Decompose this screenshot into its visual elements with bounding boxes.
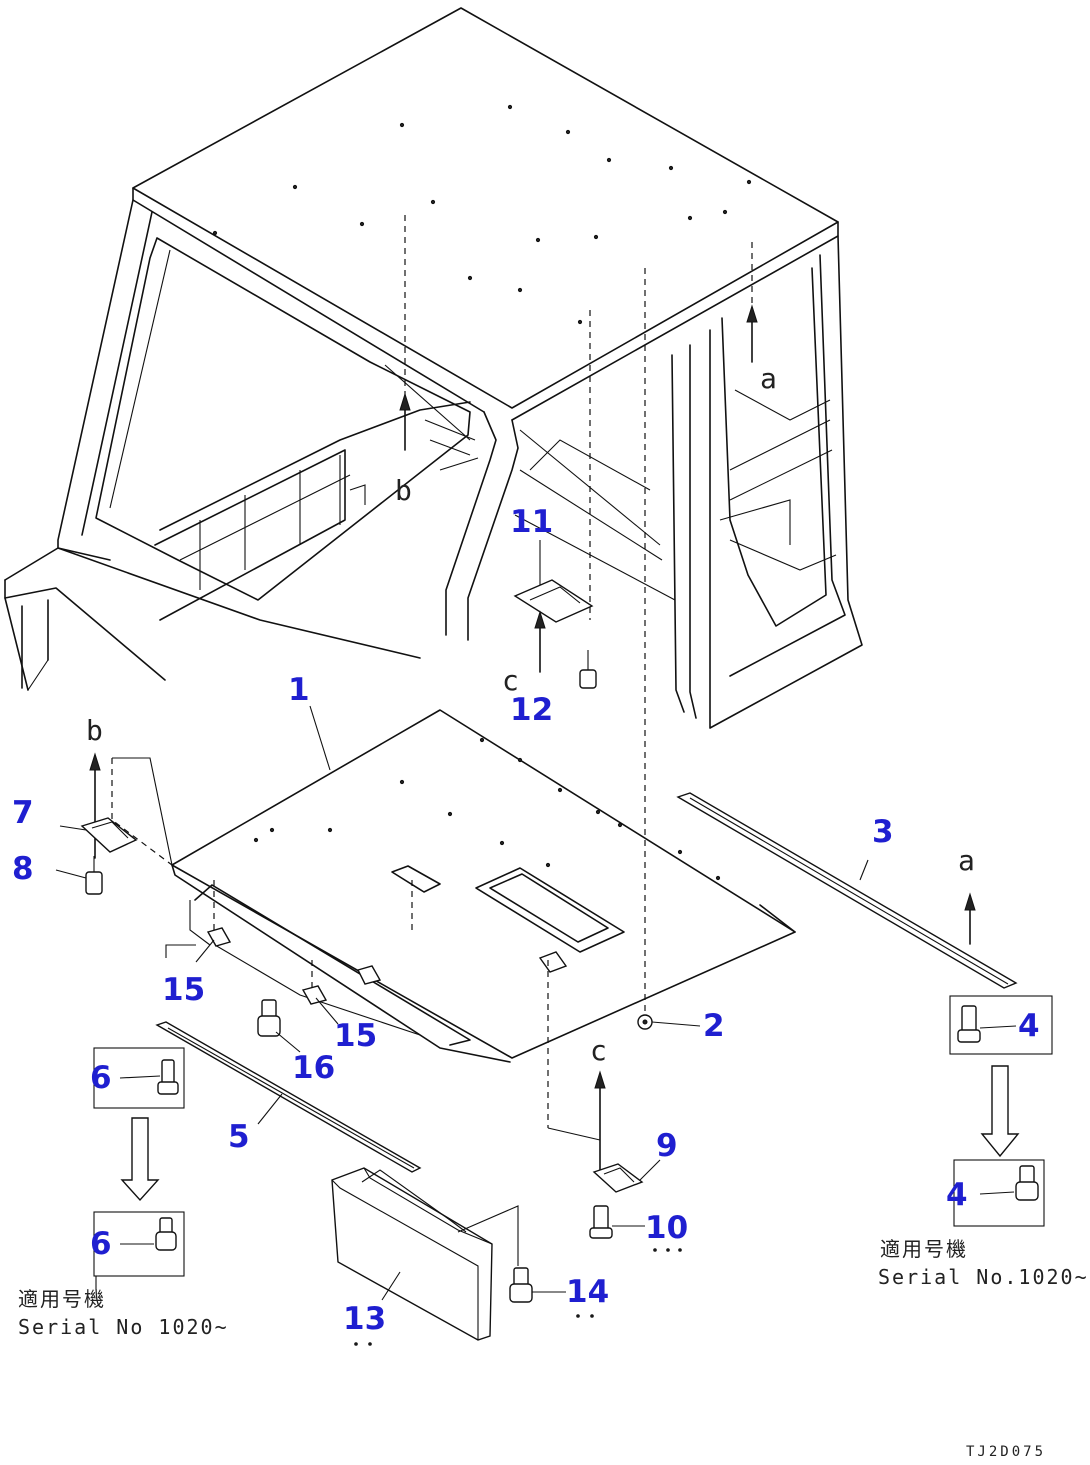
callout-3: 3 — [872, 814, 894, 850]
bolt-4-upper — [949, 892, 1053, 1055]
ref-c-low: c — [590, 1034, 607, 1067]
callout-15-right: 15 — [334, 1018, 377, 1054]
reference-letters: a a b b c c — [86, 362, 975, 1067]
bolt-6-upper — [93, 1047, 185, 1109]
ref-c-mid: c — [502, 664, 519, 697]
strip-3 — [676, 792, 1018, 989]
callout-10: 10 — [645, 1210, 688, 1246]
callout-14: 14 — [566, 1274, 609, 1310]
bolt-10 — [589, 1205, 682, 1252]
leaders-15 — [165, 939, 339, 1025]
callout-12: 12 — [510, 692, 553, 728]
leader-1 — [309, 705, 331, 771]
ref-b-cab: b — [395, 474, 412, 507]
callout-4-lower: 4 — [946, 1177, 968, 1213]
callout-9: 9 — [656, 1128, 678, 1164]
callout-4-upper: 4 — [1018, 1008, 1040, 1044]
note-left-line1: 適用号機 — [18, 1287, 106, 1311]
callout-2: 2 — [703, 1008, 725, 1044]
ref-a-cab: a — [760, 362, 777, 395]
panel-13 — [331, 1167, 519, 1346]
note-right-line2: Serial No.1020~ — [878, 1265, 1089, 1289]
arrow-6-down — [120, 1117, 160, 1202]
callout-7: 7 — [12, 795, 34, 831]
bracket-9 — [592, 1070, 661, 1193]
callout-11: 11 — [510, 504, 553, 540]
floor-plate-1 — [111, 709, 796, 1141]
bolt-14 — [509, 1267, 594, 1318]
ref-a-strip: a — [958, 844, 975, 877]
bracket-7 — [59, 752, 138, 859]
bolt-8 — [55, 856, 103, 895]
bolt-4-lower — [953, 1159, 1045, 1227]
drawing-code: TJ2D075 — [966, 1444, 1046, 1460]
callout-labels: 1 2 3 4 4 5 6 6 7 8 9 10 11 12 13 14 15 … — [12, 504, 1040, 1337]
note-right-line1: 適用号機 — [880, 1237, 968, 1261]
ref-b-left: b — [86, 714, 103, 747]
callout-5: 5 — [228, 1119, 250, 1155]
callout-8: 8 — [12, 851, 34, 887]
bracket-11 — [513, 579, 594, 673]
arrow-4-down — [980, 1065, 1020, 1158]
callout-6-lower: 6 — [90, 1226, 112, 1262]
bolt-12 — [579, 650, 597, 689]
callout-15-left: 15 — [162, 972, 205, 1008]
bolt-16 — [257, 999, 301, 1053]
callout-13: 13 — [343, 1301, 386, 1337]
bolt-6-lower — [93, 1211, 185, 1290]
callout-6-upper: 6 — [90, 1060, 112, 1096]
cab-frame — [4, 7, 863, 1018]
nut-2 — [637, 1014, 701, 1030]
callout-1: 1 — [288, 672, 310, 708]
callout-16: 16 — [292, 1050, 335, 1086]
note-left-line2: Serial No 1020~ — [18, 1315, 229, 1339]
strip-5 — [155, 1021, 422, 1173]
serial-notes: 適用号機 Serial No.1020~ 適用号機 Serial No 1020… — [18, 1237, 1089, 1339]
